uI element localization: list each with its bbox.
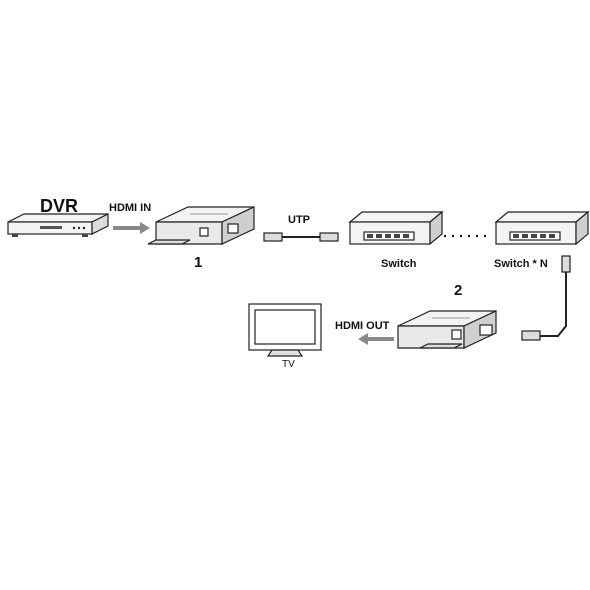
switch-n: [494, 210, 590, 246]
switch-label: Switch: [381, 258, 417, 270]
hdmi-in-label: HDMI IN: [109, 202, 152, 214]
tv-label: TV: [282, 359, 295, 370]
switch-n-label: Switch * N: [494, 258, 548, 270]
utp-cable-2: [521, 255, 571, 341]
dvr-device: [7, 213, 109, 237]
transmitter-device: [147, 206, 255, 245]
device-2-label: 2: [454, 282, 463, 299]
receiver-device: [397, 310, 497, 349]
tv-device: [248, 303, 322, 357]
hdmi-in-arrow: [113, 222, 150, 234]
switch-1: [348, 210, 444, 246]
hdmi-out-label: HDMI OUT: [335, 320, 390, 332]
utp-label: UTP: [288, 214, 310, 226]
dvr-label: DVR: [40, 196, 79, 216]
hdmi-out-arrow: [358, 333, 394, 345]
utp-cable-1: [263, 232, 339, 242]
device-1-label: 1: [194, 254, 203, 271]
